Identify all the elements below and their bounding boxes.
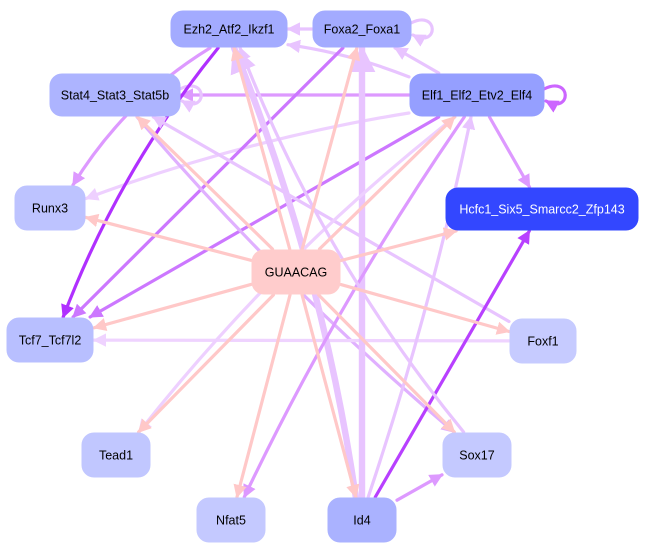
node-label: Elf1_Elf2_Etv2_Elf4 xyxy=(422,89,533,103)
node-stat4[interactable]: Stat4_Stat3_Stat5b xyxy=(49,73,181,117)
node-box xyxy=(327,497,397,543)
node-label: GUAACAG xyxy=(265,266,328,280)
edge-guaacag-to-ezh2 xyxy=(230,46,292,251)
edge-guaacag-to-foxf1 xyxy=(339,283,511,335)
node-box xyxy=(445,187,639,231)
node-box xyxy=(14,185,86,231)
edge-guaacag-to-sox17 xyxy=(317,293,456,434)
node-runx3[interactable]: Runx3 xyxy=(14,185,86,231)
node-label: Nfat5 xyxy=(216,514,246,528)
edge-foxa2-to-foxa2 xyxy=(409,18,434,47)
node-box xyxy=(170,10,288,48)
node-label: Ezh2_Atf2_Ikzf1 xyxy=(183,23,274,37)
edge-guaacag-to-hcfc1 xyxy=(339,227,458,263)
node-box xyxy=(509,318,577,364)
edge-id4-to-sox17 xyxy=(395,473,444,502)
node-hcfc1[interactable]: Hcfc1_Six5_Smarcc2_Zfp143 xyxy=(445,187,639,231)
node-label: Foxa2_Foxa1 xyxy=(324,23,400,37)
edge-ezh2-to-tcf7 xyxy=(61,46,220,319)
node-tead1[interactable]: Tead1 xyxy=(81,432,151,478)
node-guaacag[interactable]: GUAACAG xyxy=(251,249,341,295)
edge-guaacag-to-tcf7 xyxy=(92,282,253,332)
edge-elf1-to-elf1 xyxy=(542,84,567,113)
edge-id4-to-hcfc1 xyxy=(373,229,531,499)
nodes-layer: Ezh2_Atf2_Ikzf1 Foxa2_Foxa1Stat4_Stat3_St… xyxy=(6,10,639,543)
edge-guaacag-to-stat4 xyxy=(135,115,275,251)
node-label: Tcf7_Tcf7l2 xyxy=(19,334,82,348)
node-label: Stat4_Stat3_Stat5b xyxy=(61,89,169,103)
node-nfat5[interactable]: Nfat5 xyxy=(196,497,266,543)
node-label: Tead1 xyxy=(99,449,133,463)
node-tcf7[interactable]: Tcf7_Tcf7l2 xyxy=(6,317,94,363)
edge-guaacag-to-elf1 xyxy=(317,115,457,251)
node-box xyxy=(251,249,341,295)
edge-elf1-to-hcfc1 xyxy=(487,115,532,189)
edge-guaacag-to-nfat5 xyxy=(233,293,292,499)
node-box xyxy=(6,317,94,363)
edge-elf1-to-foxa2 xyxy=(393,46,441,75)
node-sox17[interactable]: Sox17 xyxy=(442,432,512,478)
node-box xyxy=(196,497,266,543)
node-box xyxy=(312,10,412,48)
node-foxf1[interactable]: Foxf1 xyxy=(509,318,577,364)
node-box xyxy=(49,73,181,117)
node-ezh2[interactable]: Ezh2_Atf2_Ikzf1 xyxy=(170,10,288,48)
node-box xyxy=(81,432,151,478)
edge-foxf1-to-tcf7 xyxy=(92,333,511,347)
edge-foxf1-to-stat4 xyxy=(151,115,511,324)
node-label: Hcfc1_Six5_Smarcc2_Zfp143 xyxy=(459,203,624,217)
edge-foxa2-to-tcf7 xyxy=(71,46,345,319)
node-label: Foxf1 xyxy=(527,335,558,349)
node-id4[interactable]: Id4 xyxy=(327,497,397,543)
node-label: Id4 xyxy=(353,514,370,528)
edge-sox17-to-ezh2 xyxy=(238,46,466,434)
node-foxa2[interactable]: Foxa2_Foxa1 xyxy=(312,10,412,48)
node-elf1[interactable]: Elf1_Elf2_Etv2_Elf4 xyxy=(409,73,545,117)
node-label: Sox17 xyxy=(459,449,494,463)
edge-elf1-to-nfat5 xyxy=(242,115,466,499)
edge-guaacag-to-tead1 xyxy=(137,293,275,434)
edge-guaacag-to-runx3 xyxy=(84,213,253,262)
node-label: Runx3 xyxy=(32,202,68,216)
edge-elf1-to-tcf7 xyxy=(88,115,441,319)
edge-elf1-to-ezh2 xyxy=(286,39,411,79)
node-box xyxy=(409,73,545,117)
edge-guaacag-to-foxa2 xyxy=(300,46,361,251)
edge-guaacag-to-id4 xyxy=(300,293,360,499)
node-box xyxy=(442,432,512,478)
